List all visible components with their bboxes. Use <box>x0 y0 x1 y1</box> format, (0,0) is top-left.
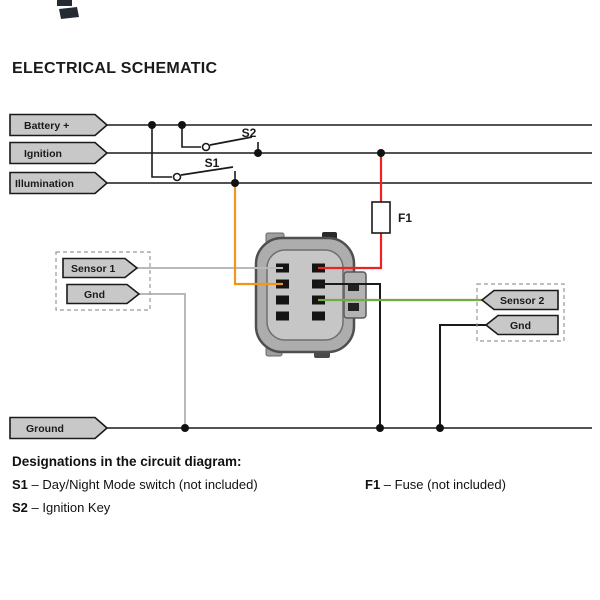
connector <box>254 232 367 358</box>
sensor1-dashed-box <box>55 251 151 311</box>
s2-contact <box>201 142 211 152</box>
wire-s1-feed <box>151 125 172 178</box>
s2-label: S2 <box>242 126 257 140</box>
tag-illumination <box>9 171 109 195</box>
tag-sensor2 <box>480 289 559 311</box>
legend-item-s2-id: S2 <box>12 500 28 515</box>
legend-item-s1-id: S1 <box>12 477 28 492</box>
logo-artifact <box>57 0 79 19</box>
wire-gnd-right-to-ground <box>439 324 486 428</box>
wire-gnd-left-gray <box>139 293 186 428</box>
legend-item-s2-desc: – Ignition Key <box>31 500 111 515</box>
tag-sensor2-gnd-label: Gnd <box>510 320 531 332</box>
tag-ground-label: Ground <box>26 423 64 435</box>
legend-item-s1: S1 – Day/Night Mode switch (not included… <box>12 477 258 492</box>
tag-ignition-label: Ignition <box>24 148 62 160</box>
connector-side-module <box>343 271 367 319</box>
tag-sensor1-gnd-label: Gnd <box>84 289 105 301</box>
tag-sensor2-label: Sensor 2 <box>500 295 545 307</box>
legend-item-f1: F1 – Fuse (not included) <box>365 477 506 492</box>
legend-item-s1-desc: – Day/Night Mode switch (not included) <box>31 477 258 492</box>
s2-blade <box>209 136 253 146</box>
f1-label: F1 <box>398 211 412 225</box>
tag-sensor1-label: Sensor 1 <box>71 263 116 275</box>
wire-s2-feed <box>181 125 201 148</box>
tag-sensor1 <box>62 257 139 279</box>
junction-dots <box>148 121 444 432</box>
legend-heading: Designations in the circuit diagram: <box>12 454 242 469</box>
sensor2-dashed-box <box>476 283 565 342</box>
s1-label: S1 <box>205 156 220 170</box>
legend-item-s2: S2 – Ignition Key <box>12 500 110 515</box>
tag-battery <box>9 113 109 137</box>
wire-black-connector-to-ground <box>318 283 381 428</box>
fuse-f1-symbol <box>371 201 391 234</box>
wire-orange-illumination-to-connector <box>233 183 283 286</box>
tag-sensor2-gnd <box>484 314 559 336</box>
legend-item-f1-id: F1 <box>365 477 381 492</box>
connector-side-latch <box>348 283 359 291</box>
tag-illumination-label: Illumination <box>15 178 74 190</box>
s1-blade <box>180 166 234 176</box>
page-title: ELECTRICAL SCHEMATIC <box>12 60 218 77</box>
wire-red-fuse-to-connector <box>318 233 383 270</box>
connector-side-latch <box>348 303 359 311</box>
tag-battery-label: Battery + <box>24 120 69 132</box>
tag-sensor1-gnd <box>66 283 141 305</box>
tag-ground <box>9 416 109 440</box>
tag-ignition <box>9 141 109 165</box>
s1-contact <box>172 172 182 182</box>
legend-item-f1-desc: – Fuse (not included) <box>383 477 506 492</box>
